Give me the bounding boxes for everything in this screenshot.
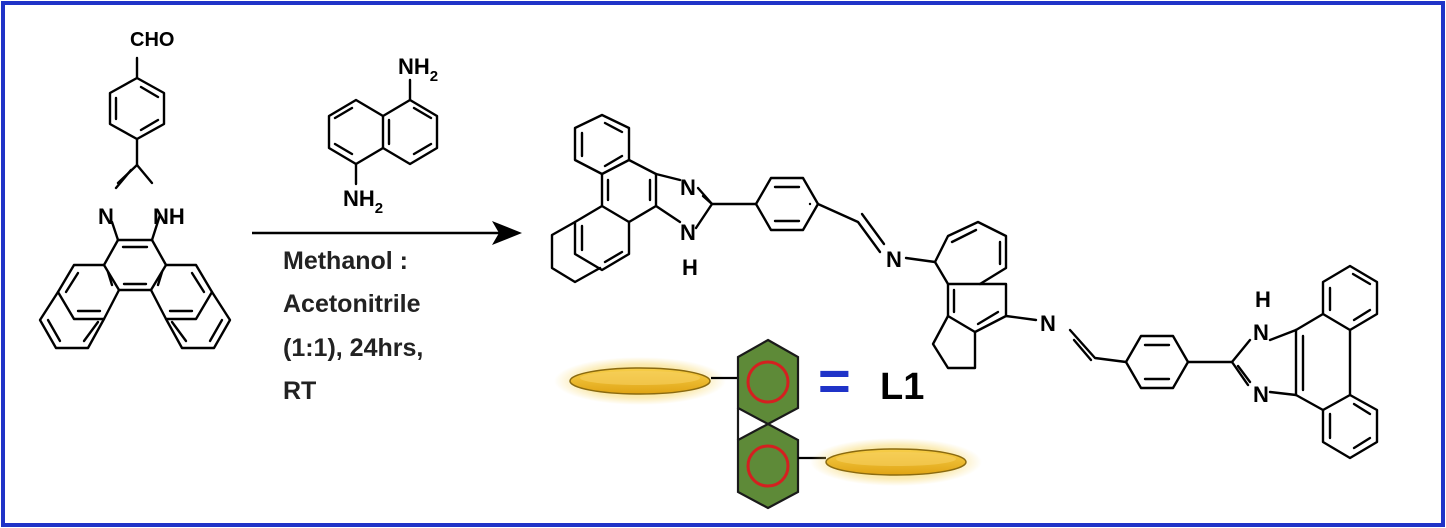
product-left-nh-n-label: N <box>680 220 696 245</box>
ring-circle-lower <box>746 444 790 488</box>
reactant-aldehyde-structure: CHO N NH <box>38 29 232 350</box>
condition-line-4: RT <box>283 377 316 405</box>
product-right-nh-h-label: H <box>1255 287 1271 312</box>
imidazole-nh-label: NH <box>153 204 185 229</box>
product-imine-right-n-label: N <box>1040 311 1056 336</box>
amine-top-label: NH2 <box>398 54 438 85</box>
reaction-conditions: Methanol : Acetonitrile (1:1), 24hrs, RT <box>283 247 423 405</box>
condition-line-1: Methanol : <box>283 247 408 275</box>
product-right-n-label: N <box>1253 382 1269 407</box>
product-left-n-label: N <box>680 175 696 200</box>
ligand-cartoon <box>554 338 982 510</box>
product-imine-left-n-label: N <box>886 247 902 272</box>
product-right-nh-n-label: N <box>1253 320 1269 345</box>
ligand-name-label: L1 <box>880 366 924 408</box>
cho-label: CHO <box>130 29 174 51</box>
imidazole-n-label: N <box>98 204 114 229</box>
condition-line-2: Acetonitrile <box>283 290 421 318</box>
product-l1-structure: N N H N N H N N <box>550 113 1379 460</box>
condition-line-3: (1:1), 24hrs, <box>283 334 423 362</box>
reaction-arrow <box>252 221 522 245</box>
ring-circle-upper <box>746 360 790 404</box>
amine-bottom-label: NH2 <box>343 186 383 217</box>
product-left-nh-h-label: H <box>682 255 698 280</box>
reactant-diaminonaphthalene-structure: NH2 NH2 <box>327 54 439 217</box>
equals-sign: = <box>818 349 851 412</box>
